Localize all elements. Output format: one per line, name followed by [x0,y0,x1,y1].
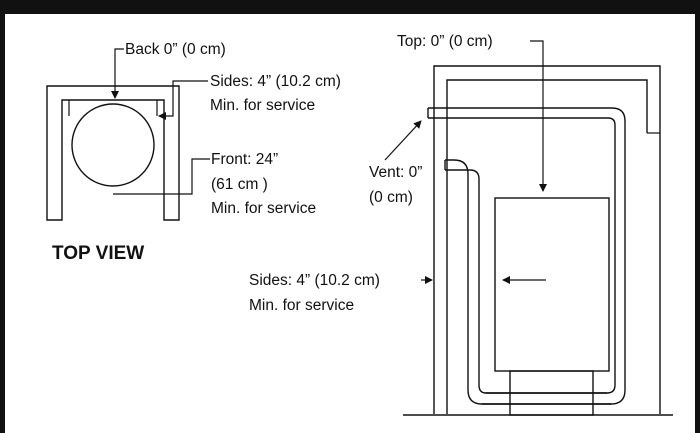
cabinet-inner [446,79,648,414]
clearance-diagram: Back 0” (0 cm) Sides: 4” (10.2 cm) Min. … [46,33,673,416]
top-view: Back 0” (0 cm) Sides: 4” (10.2 cm) Min. … [46,41,341,264]
front-leader [113,158,210,195]
cabinet-outer [433,65,661,414]
top-sides-label-1: Sides: 4” (10.2 cm) [210,73,341,90]
top-sides-label-2: Min. for service [210,97,315,114]
top-label: Top: 0” (0 cm) [397,33,493,50]
front-label-2: (61 cm ) [211,176,268,193]
top-sides-leader [158,80,208,120]
back-leader [111,48,124,99]
front-sides-label-1: Sides: 4” (10.2 cm) [249,272,380,289]
top-leader [530,40,547,192]
front-sides-label-2: Min. for service [249,297,354,314]
vent-label-1: Vent: 0” [369,164,422,181]
vent-pipe-outer [428,107,626,405]
front-label-1: Front: 24” [211,151,278,168]
vent-label-2: (0 cm) [369,189,413,206]
front-view: Top: 0” (0 cm) Vent: 0” (0 cm) Sides: 4”… [249,33,673,416]
top-view-appliance [71,103,155,187]
front-label-3: Min. for service [211,200,316,217]
top-view-cabinet [46,85,180,221]
top-view-title: TOP VIEW [52,243,144,264]
back-label: Back 0” (0 cm) [125,41,226,58]
vent-pipe-inner [428,117,616,394]
vent-pipe-bottom [482,392,611,405]
appliance-body [494,197,610,372]
vent-leader [384,120,422,161]
